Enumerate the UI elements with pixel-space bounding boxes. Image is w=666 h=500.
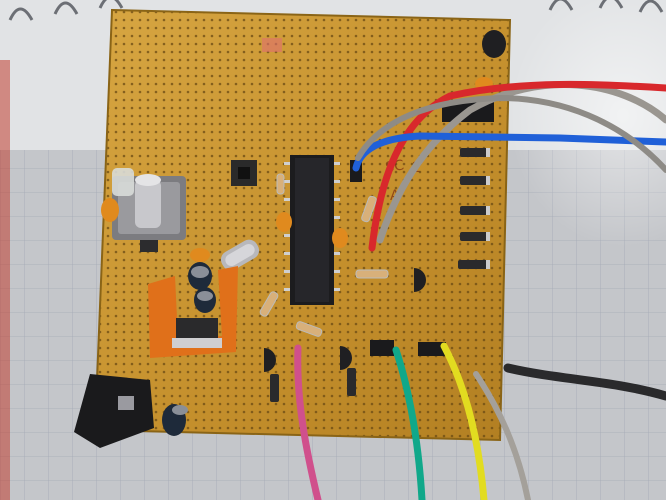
- notebook-spiral: [8, 0, 664, 21]
- yellow-wire: [440, 342, 488, 500]
- blue-wire: [352, 132, 666, 172]
- electrolytic-capacitors: [162, 262, 216, 436]
- black-cable: [503, 363, 666, 401]
- push-button: [231, 160, 257, 186]
- grey-wire-2: [355, 94, 666, 173]
- pink-wire: [294, 344, 322, 500]
- red-notebook-edge: [0, 60, 10, 500]
- ceramic-capacitors: [101, 77, 493, 262]
- transistors: [264, 30, 506, 372]
- grey-wire-3: [473, 371, 531, 500]
- grey-wire: [376, 81, 666, 244]
- crystal-oscillator: [220, 239, 260, 271]
- diodes: [270, 148, 490, 402]
- ic-chip: [284, 155, 340, 305]
- potentiometer: [112, 168, 186, 252]
- voltage-regulator: [148, 266, 238, 358]
- red-wire: [368, 80, 666, 252]
- green-wire: [392, 346, 426, 500]
- wires: [294, 80, 666, 500]
- dc-power-jack: [74, 374, 154, 448]
- resistors: [259, 173, 389, 337]
